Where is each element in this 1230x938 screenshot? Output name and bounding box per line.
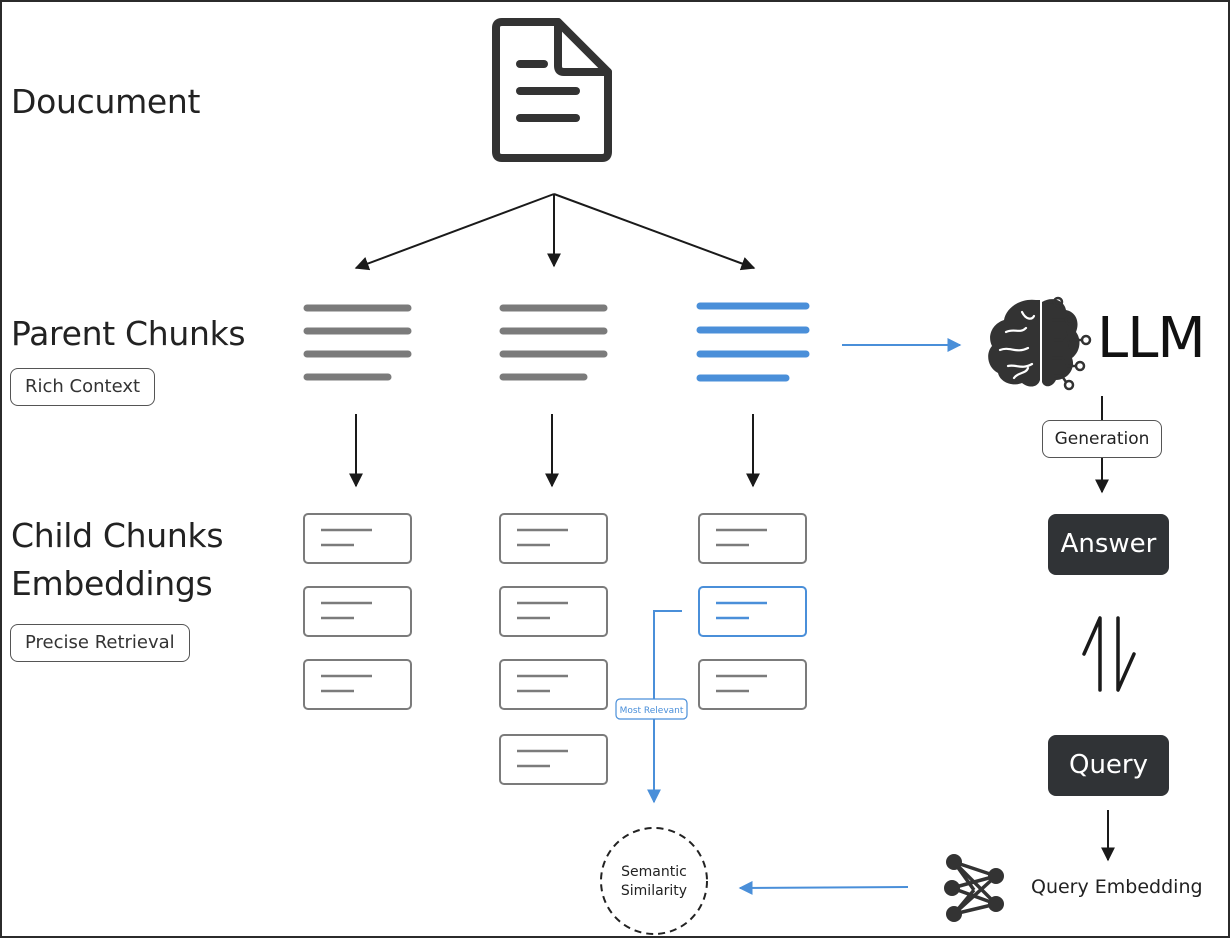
- child-card-most-relevant: [698, 586, 807, 637]
- arrow-to-semantic: [738, 880, 909, 895]
- child-card: [303, 586, 412, 637]
- up-down-arrows-icon: [1082, 616, 1136, 692]
- query-box: Query: [1048, 735, 1169, 796]
- parent-chunk-3-highlighted: [696, 302, 810, 382]
- child-card: [499, 734, 608, 785]
- most-relevant-tag-box: [615, 698, 688, 720]
- semantic-label-line2: Similarity: [621, 883, 687, 899]
- precise-retrieval-tag: Precise Retrieval: [10, 624, 190, 662]
- child-card: [698, 513, 807, 564]
- child-card: [303, 513, 412, 564]
- query-embedding-label: Query Embedding: [1031, 876, 1203, 898]
- neural-network-icon: [944, 854, 1004, 922]
- child-card: [499, 659, 608, 710]
- parent-chunk-2: [499, 304, 608, 381]
- document-section-label: Doucument: [11, 82, 201, 121]
- semantic-label-line1: Semantic: [621, 864, 687, 880]
- most-relevant-tag: Most Relevant: [620, 706, 684, 716]
- child-card: [499, 513, 608, 564]
- child-chunks-label: Child Chunks: [11, 516, 224, 555]
- child-column-3: [698, 513, 807, 710]
- generation-tag: Generation: [1042, 420, 1162, 458]
- parent-chunk-1: [303, 304, 412, 381]
- document-icon: [492, 18, 612, 162]
- most-relevant-connector: [647, 610, 682, 804]
- parent-to-child-arrows: [349, 414, 760, 488]
- semantic-similarity-node: [600, 827, 708, 935]
- brain-circuit-icon: [988, 296, 1092, 391]
- child-card: [303, 659, 412, 710]
- llm-label: LLM: [1097, 306, 1206, 371]
- answer-box: Answer: [1048, 514, 1169, 575]
- child-card: [698, 659, 807, 710]
- child-card: [499, 586, 608, 637]
- rich-context-tag: Rich Context: [10, 368, 156, 406]
- document-split-arrows: [354, 193, 756, 271]
- parent-chunks-label: Parent Chunks: [11, 314, 246, 353]
- child-column-1: [303, 513, 412, 710]
- embeddings-label: Embeddings: [11, 564, 213, 603]
- child-column-2: [499, 513, 608, 785]
